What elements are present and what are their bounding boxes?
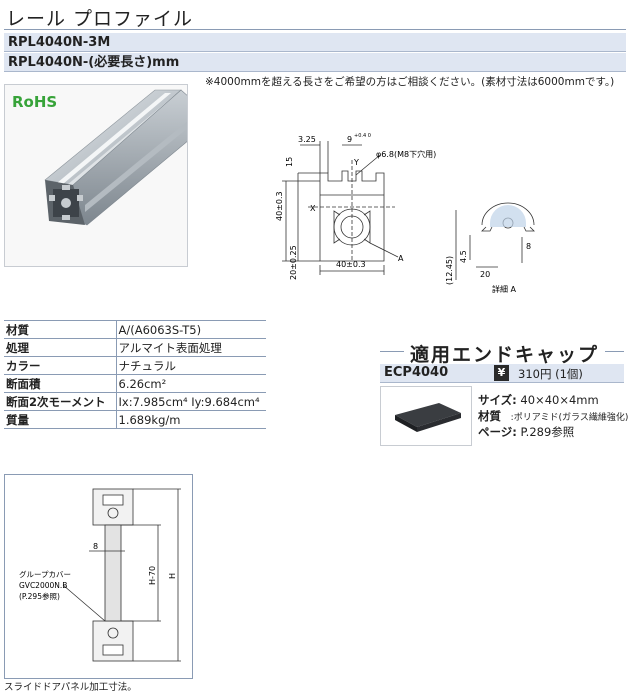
dim-9-tol: +0.4 0 [354,133,371,139]
detail-dim-1245: (12.45) [445,256,454,285]
spec-key: 断面2次モーメント [4,392,117,411]
spec-row: カラーナチュラル [4,356,266,375]
y-axis-label: Y [353,158,359,167]
endcap-price: 310円 (1個) [518,367,583,381]
endcap-page-label: ページ: [478,425,517,439]
detail-a-marker: A [398,254,404,263]
dim-40-horizontal: 40±0.3 [336,260,366,269]
length-note: ※4000mmを超える長さをご希望の方はご相談ください。(素材寸法は6000mm… [205,76,615,88]
spec-key: 断面積 [4,374,117,393]
groove-cover-label-1: グループカバー [19,569,71,579]
product-code-3m: RPL4040N-3M [4,33,626,52]
spec-value: Ix:7.985cm⁴ Iy:9.684cm⁴ [116,392,266,411]
x-axis-label: X [310,204,316,213]
spec-value: ナチュラル [116,356,266,375]
product-code-custom: RPL4040N-(必要長さ)mm [4,53,626,72]
spec-key: 材質 [4,320,117,339]
slide-door-panel-drawing: 8 H-70 H グループカバー GVC2000N.B (P.295参照) [19,488,181,662]
endcap-size-row: サイズ: 40×40×4mm [478,392,599,408]
endcap-page-row: ページ: P.289参照 [478,424,574,440]
yen-icon: ¥ [494,365,509,381]
rohs-badge: RoHS [12,93,58,111]
endcap-image [380,386,472,446]
page-title: レール プロファイル [6,8,194,30]
panel-drawing-frame: 8 H-70 H グループカバー GVC2000N.B (P.295参照) [4,474,193,679]
endcap-code: ECP4040 [384,365,449,380]
spec-key: カラー [4,356,117,375]
endcap-size-label: サイズ: [478,393,517,407]
endcap-material-row: 材質 :ポリアミド(ガラス繊維強化) [478,408,628,424]
dim-15: 15 [285,157,294,167]
panel-dim-h: H [168,573,177,579]
spec-value: 1.689kg/m [116,410,266,429]
dim-325: 3.25 [298,135,316,144]
spec-value: アルマイト表面処理 [116,338,266,357]
groove-cover-label-2: GVC2000N.B [19,581,67,590]
detail-dim-8: 8 [526,242,531,251]
detail-caption: 詳細 A [492,284,517,294]
product-photo [4,84,188,267]
groove-cover-label-3: (P.295参照) [19,591,60,601]
detail-dim-45: 4.5 [459,250,468,263]
dim-20-vertical: 20±0.25 [289,245,298,280]
endcap-page-value: P.289参照 [520,425,575,439]
hole-label: φ6.8(M8下穴用) [376,149,436,159]
panel-caption: スライドドアパネル加工寸法。 [4,682,137,693]
endcap-heading: 適用エンドキャップ [404,340,606,367]
rail-profile-image [44,89,187,226]
spec-value: A/(A6063S-T5) [116,320,266,339]
endcap-material-label: 材質 [478,409,501,423]
detail-dim-20: 20 [480,270,490,279]
panel-dim-h70: H-70 [148,566,157,585]
spec-row: 処理アルマイト表面処理 [4,338,266,357]
dim-40-vertical: 40±0.3 [275,191,284,221]
endcap-size-value: 40×40×4mm [520,393,599,407]
endcap-material-value: :ポリアミド(ガラス繊維強化) [510,413,629,423]
cross-section-drawing: 3.25 9 +0.4 0 φ6.8(M8下穴用) Y X 15 40±0.3 … [275,133,535,294]
dim-9: 9 [347,135,352,144]
spec-key: 質量 [4,410,117,429]
endcap-picture [395,403,461,432]
spec-key: 処理 [4,338,117,357]
spec-value: 6.26cm² [116,374,266,393]
panel-dim-8: 8 [93,542,98,551]
title-divider [4,29,626,30]
